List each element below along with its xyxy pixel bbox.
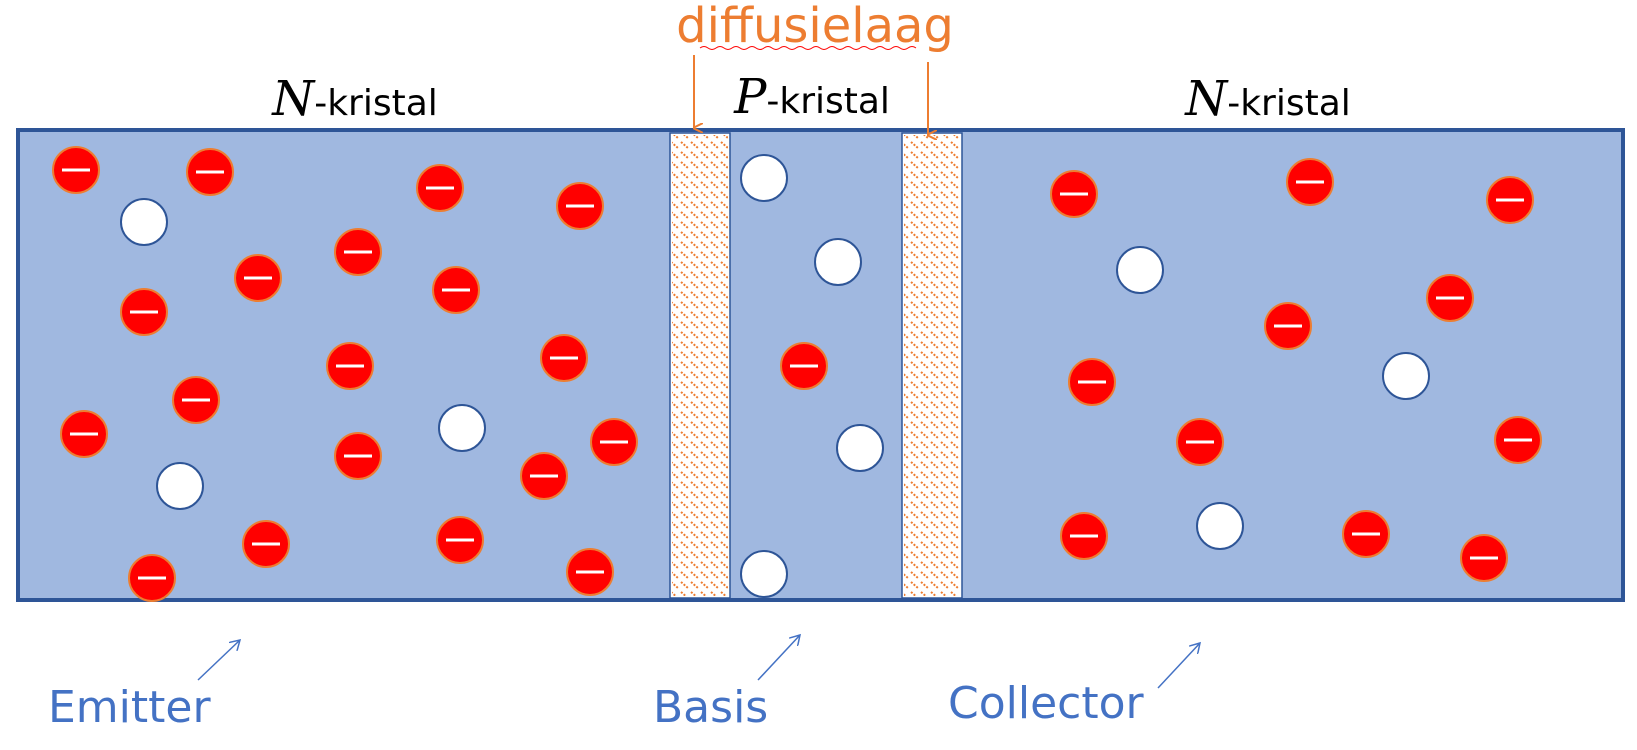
middle-crystal-label: P-kristal (733, 69, 890, 125)
electron (1494, 416, 1542, 464)
hole (438, 404, 486, 452)
diffusion-label-underline (699, 46, 917, 50)
hole (740, 154, 788, 202)
electron (334, 432, 382, 480)
electron (540, 334, 588, 382)
electron (60, 410, 108, 458)
hole (1116, 246, 1164, 294)
electron (566, 548, 614, 596)
hole (156, 462, 204, 510)
electron (1460, 534, 1508, 582)
hole (1382, 352, 1430, 400)
diffusion-layer-label: diffusielaag (676, 0, 954, 54)
holes (120, 154, 1430, 598)
hole (1196, 502, 1244, 550)
left-crystal-label: N-kristal (271, 71, 438, 127)
right-crystal-label: N-kristal (1184, 71, 1351, 127)
electron (1060, 512, 1108, 560)
electron (1176, 418, 1224, 466)
electron (432, 266, 480, 314)
electron (120, 288, 168, 336)
electron (1426, 274, 1474, 322)
electron (234, 254, 282, 302)
hole (120, 198, 168, 246)
electron (52, 146, 100, 194)
electron (326, 342, 374, 390)
base-arrow (757, 635, 800, 681)
emitter-arrow (197, 640, 240, 681)
electron (128, 554, 176, 602)
base-label: Basis (653, 682, 768, 733)
electron (172, 376, 220, 424)
electron (436, 516, 484, 564)
electron (186, 148, 234, 196)
collector-arrow (1157, 643, 1200, 689)
electron (1342, 510, 1390, 558)
electron (780, 342, 828, 390)
electron (416, 164, 464, 212)
electron (520, 452, 568, 500)
collector-label: Collector (948, 678, 1145, 729)
electron (556, 182, 604, 230)
hole (814, 238, 862, 286)
electron (1486, 176, 1534, 224)
hole (740, 550, 788, 598)
electron (1068, 358, 1116, 406)
electrons (52, 146, 1542, 602)
electron (1286, 158, 1334, 206)
hole (836, 424, 884, 472)
electron (242, 520, 290, 568)
electron (1050, 170, 1098, 218)
emitter-label: Emitter (48, 682, 211, 733)
electron (590, 418, 638, 466)
electron (334, 228, 382, 276)
electron (1264, 302, 1312, 350)
